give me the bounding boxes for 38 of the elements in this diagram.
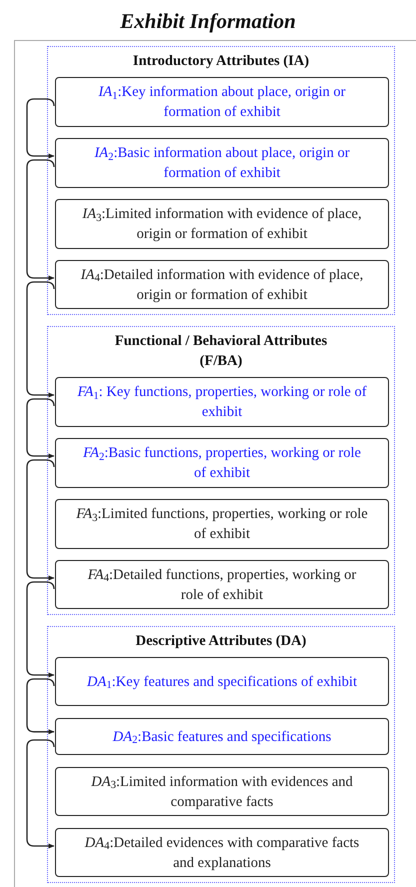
attribute-text: DA$_{1}$:Key features and specifications of exhibit [86, 672, 358, 692]
arrow [26, 581, 55, 678]
attribute-text: FA$_{1}$: Key functions, properties, working or role of exhibit [76, 383, 368, 422]
group-heading: Descriptive Attributes (DA) [134, 632, 308, 651]
attribute-box [55, 138, 389, 188]
group-heading: Functional / Behavioral Attributes (F/BA) [114, 332, 328, 371]
attribute-box [55, 657, 389, 706]
attribute-box [55, 377, 389, 427]
attribute-text: DA$_{4}$:Detailed evidences with comparative facts and explanations [84, 834, 360, 872]
arrow [26, 739, 55, 848]
attribute-text: FA$_{2}$:Basic functions, properties, working or role of exhibit [82, 444, 362, 483]
attribute-box [55, 438, 389, 488]
group-panel [47, 46, 395, 315]
attribute-text: FA$_{4}$:Detailed functions, properties, working or role of exhibit [86, 566, 358, 604]
group-panel [47, 626, 395, 883]
attribute-box [55, 828, 389, 877]
diagram-title: Exhibit Information [119, 8, 297, 35]
attribute-box [55, 260, 389, 309]
attribute-box [55, 77, 389, 127]
arrow [26, 281, 55, 398]
arrow [26, 459, 55, 580]
attribute-box [55, 767, 389, 816]
group-heading: Introductory Attributes (IA) [132, 52, 310, 71]
attribute-text: IA$_{3}$:Limited information with evidence of place, origin or formation of exhibit [81, 205, 363, 244]
attribute-box [55, 199, 389, 249]
attribute-text: IA$_{2}$:Basic information about place, origin or formation of exhibit [93, 144, 351, 183]
group-panel [47, 326, 395, 615]
attribute-text: DA$_{3}$:Limited information with evidences and comparative facts [90, 772, 354, 812]
attribute-text: DA$_{2}$:Basic features and specifications [112, 728, 332, 746]
attribute-text: IA$_{1}$:Key information about place, origin or formation of exhibit [97, 83, 347, 122]
attribute-box [55, 718, 389, 755]
attribute-box [55, 499, 389, 549]
attribute-text: FA$_{3}$:Limited functions, properties, working or role of exhibit [75, 505, 369, 544]
arrow [26, 159, 55, 280]
attribute-box [55, 560, 389, 609]
attribute-text: IA$_{4}$:Detailed information with evidence of place, origin or formation of exhibit [80, 266, 364, 304]
arrow [26, 678, 55, 734]
arrow [26, 398, 55, 458]
